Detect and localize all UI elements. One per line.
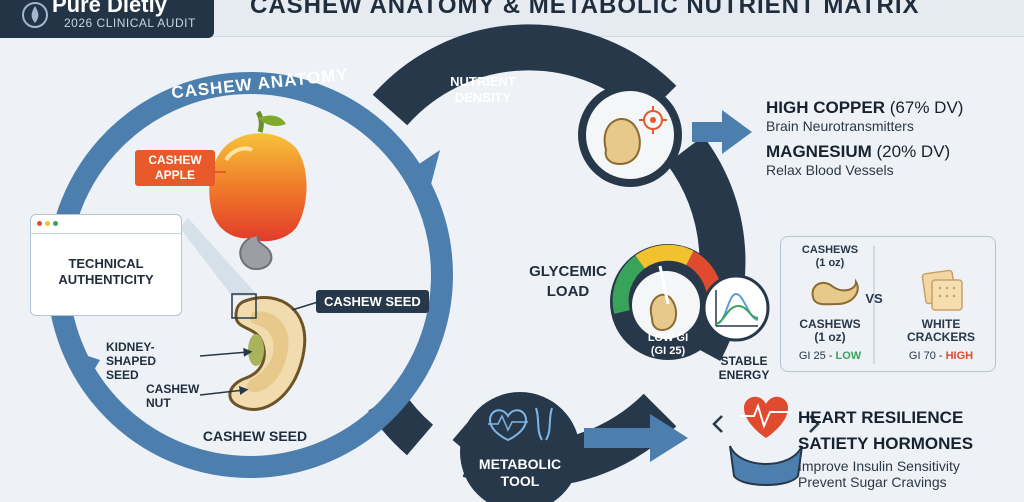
cravings-benefit: Prevent Sugar Cravings xyxy=(798,474,947,490)
cashews-gi: GI 25 - xyxy=(798,350,833,362)
window-label: TECHNICAL AUTHENTICITY xyxy=(58,256,154,287)
cashew-seed-illustration xyxy=(228,295,307,411)
copper-value: (67% DV) xyxy=(889,98,964,117)
comparison-illustrations xyxy=(811,246,963,364)
energy-curve-icon xyxy=(702,274,770,342)
nutrient-facts: HIGH COPPER (67% DV) Brain Neurotransmit… xyxy=(766,98,963,178)
cashew-nut-label: CASHEW NUT xyxy=(146,382,200,410)
crackers-gi-level: HIGH xyxy=(945,350,974,362)
comparison-card xyxy=(780,236,996,372)
vs-label: VS xyxy=(865,291,883,306)
window-dot-icon xyxy=(45,221,50,226)
crackers-name-label: WHITE CRACKERS xyxy=(906,317,975,344)
window-dot-icon xyxy=(53,221,58,226)
window-titlebar xyxy=(31,215,181,234)
magnesium-desc: Relax Blood Vessels xyxy=(766,162,894,178)
arrow-to-nutrients xyxy=(692,110,752,154)
nutrient-icon xyxy=(578,83,682,187)
cashews-name-label: CASHEWS (1 oz) xyxy=(799,317,861,344)
heart-resilience: HEART RESILIENCE xyxy=(798,408,964,427)
window-dot-icon xyxy=(37,221,42,226)
technical-window: TECHNICAL AUTHENTICITY xyxy=(30,214,182,316)
cashews-gi-level: LOW xyxy=(835,350,862,362)
crackers-gi-label: GI 70 - HIGH xyxy=(894,350,988,363)
cashews-top-label: CASHEWS (1 oz) xyxy=(801,244,859,269)
copper-heading: HIGH COPPER (67% DV) xyxy=(766,98,963,118)
heart-body-icon xyxy=(712,396,820,486)
cashew-apple-illustration xyxy=(209,110,307,270)
cashew-seed-bottom-label: CASHEW SEED xyxy=(202,428,308,444)
magnesium-title: MAGNESIUM xyxy=(766,142,872,161)
stable-energy-label: STABLE ENERGY xyxy=(718,354,770,382)
arrow-to-benefits xyxy=(584,414,688,462)
insulin-benefit: Improve Insulin Sensitivity xyxy=(798,458,960,474)
brand-name: Pure Dietly xyxy=(52,0,167,17)
benefits-block: HEART RESILIENCE SATIETY HORMONES Improv… xyxy=(798,408,973,490)
nutrient-density-label: NUTRIENT DENSITY xyxy=(450,74,516,105)
cashews-gi-label: GI 25 - LOW xyxy=(790,350,870,363)
crackers-gi: GI 70 - xyxy=(908,350,943,362)
glycemic-load-label: GLYCEMIC LOAD xyxy=(529,263,607,300)
metabolic-tool-label: METABOLIC TOOL xyxy=(478,456,562,489)
drop-logo-icon xyxy=(22,2,48,28)
page-title: CASHEW ANATOMY & METABOLIC NUTRIENT MATR… xyxy=(250,0,920,19)
cashew-seed-tag: CASHEW SEED xyxy=(316,290,429,313)
magnesium-heading: MAGNESIUM (20% DV) xyxy=(766,142,963,162)
gauge-label: LOW GI (GI 25) xyxy=(647,332,689,357)
brand-block: Pure Dietly 2026 CLINICAL AUDIT xyxy=(0,0,214,38)
copper-desc: Brain Neurotransmitters xyxy=(766,118,914,134)
magnesium-value: (20% DV) xyxy=(876,142,951,161)
satiety-hormones: SATIETY HORMONES xyxy=(798,434,974,453)
kidney-seed-label: KIDNEY-SHAPED SEED xyxy=(106,340,157,382)
metabolic-tool-circle xyxy=(460,392,580,502)
copper-title: HIGH COPPER xyxy=(766,98,886,117)
brand-subtitle: 2026 CLINICAL AUDIT xyxy=(64,16,196,30)
cashew-apple-tag: CASHEW APPLE xyxy=(135,150,215,186)
